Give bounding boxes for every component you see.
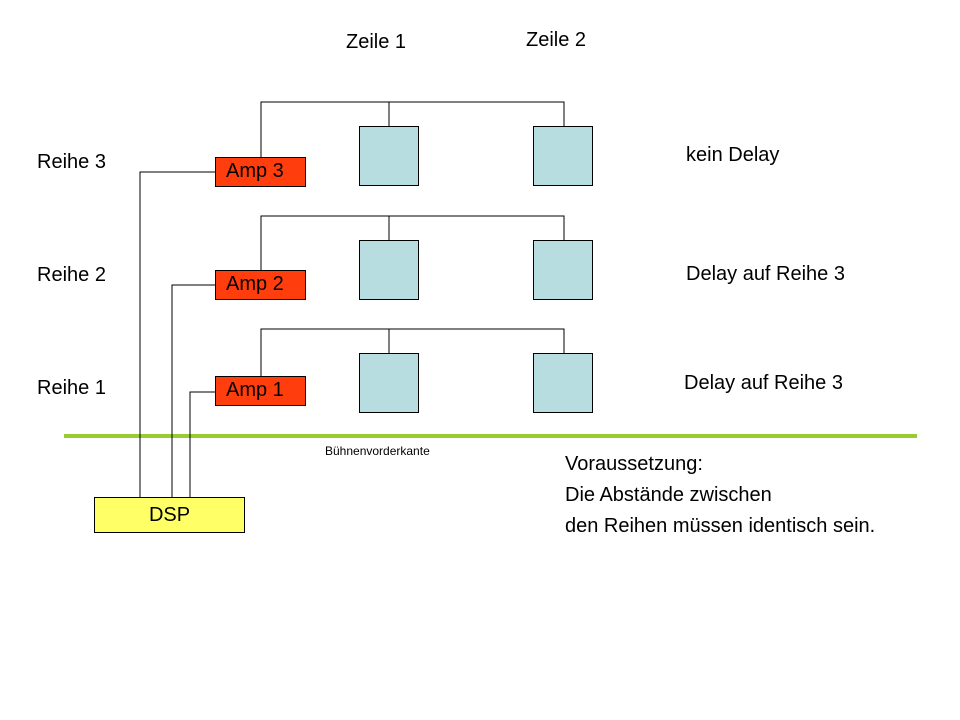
row2-speaker-wire	[260, 215, 565, 270]
dsp-amp3-wire	[139, 171, 216, 497]
column-label-2: Zeile 2	[526, 29, 587, 51]
amp-2-box: Amp 2	[215, 270, 306, 300]
dsp-amp2-wire	[171, 284, 216, 497]
row-label-1: Reihe 1	[37, 377, 106, 399]
delay-label-row2: Delay auf Reihe 3	[686, 263, 845, 285]
dsp-amp1-wire	[189, 391, 216, 497]
speaker-row1-col2	[533, 353, 593, 413]
note-line-1: Voraussetzung:	[565, 453, 703, 475]
stage-edge-label: Bühnenvorderkante	[325, 444, 430, 458]
note-line-2: Die Abstände zwischen	[565, 484, 772, 506]
amp-3-box: Amp 3	[215, 157, 306, 187]
row-label-3: Reihe 3	[37, 151, 106, 173]
column-label-1: Zeile 1	[346, 31, 407, 53]
amp-1-box: Amp 1	[215, 376, 306, 406]
row-label-2: Reihe 2	[37, 264, 106, 286]
speaker-row2-col1	[359, 240, 419, 300]
speaker-row3-col1	[359, 126, 419, 186]
delay-label-row3: kein Delay	[686, 144, 780, 166]
requirement-note: Voraussetzung: Die Abstände zwischen den…	[565, 449, 875, 542]
note-line-3: den Reihen müssen identisch sein.	[565, 515, 876, 537]
speaker-row2-col2	[533, 240, 593, 300]
speaker-row1-col1	[359, 353, 419, 413]
row1-speaker-wire	[260, 328, 565, 376]
row3-speaker-wire	[260, 101, 565, 157]
speaker-row3-col2	[533, 126, 593, 186]
delay-label-row1: Delay auf Reihe 3	[684, 372, 843, 394]
dsp-box: DSP	[94, 497, 245, 533]
